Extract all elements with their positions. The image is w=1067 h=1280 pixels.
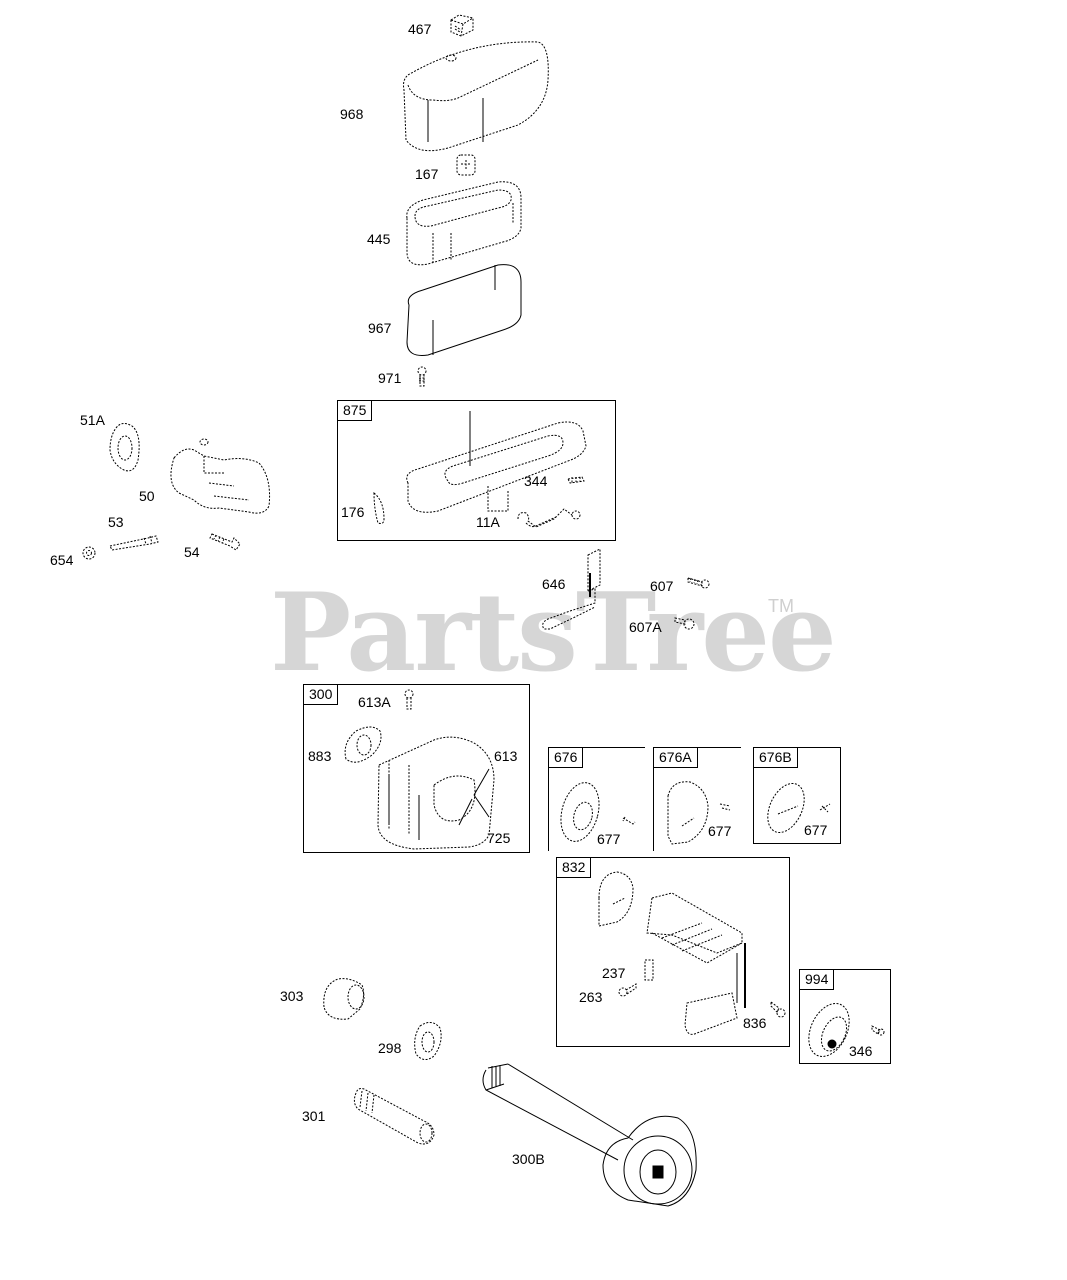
screw-677-drawing-c xyxy=(819,803,831,813)
screw-677-drawing-b xyxy=(719,803,731,811)
screw-263-drawing xyxy=(618,983,637,997)
callout-654: 654 xyxy=(50,552,74,568)
breather-tube-11A-drawing xyxy=(517,508,581,528)
callout-968: 968 xyxy=(340,106,364,122)
trademark-symbol: TM xyxy=(768,596,794,616)
kit-300-box: 300 613A 883 613 725 xyxy=(303,684,530,853)
callout-344: 344 xyxy=(524,473,548,489)
kit-994-tag[interactable]: 994 xyxy=(800,970,835,990)
kit-300-tag[interactable]: 300 xyxy=(304,685,339,705)
bracket-646-drawing xyxy=(542,548,601,630)
screw-54-drawing xyxy=(209,533,241,551)
heat-shield-bracket-drawing xyxy=(646,892,746,1035)
callout-971: 971 xyxy=(378,370,402,386)
callout-298: 298 xyxy=(378,1040,402,1056)
cover-968-drawing xyxy=(403,41,549,152)
screw-677-drawing-a xyxy=(622,816,636,825)
callout-237: 237 xyxy=(602,965,626,981)
callout-50: 50 xyxy=(139,488,155,504)
kit-875-box: 875 176 344 11A xyxy=(337,400,616,541)
callout-301: 301 xyxy=(302,1108,326,1124)
partstree-watermark: PartsTree xyxy=(270,570,837,696)
callout-613: 613 xyxy=(494,748,518,764)
callout-445: 445 xyxy=(367,231,391,247)
callout-677-a: 677 xyxy=(597,831,621,847)
screw-607A-drawing xyxy=(674,617,695,630)
callout-646: 646 xyxy=(542,576,566,592)
guard-676B-drawing xyxy=(767,782,805,834)
filter-445-drawing xyxy=(406,181,522,266)
callout-176: 176 xyxy=(341,504,365,520)
adapter-50-drawing xyxy=(170,438,270,514)
knob-467-drawing xyxy=(450,14,474,37)
callout-51A: 51A xyxy=(80,412,105,428)
nut-654-drawing xyxy=(82,546,96,560)
muffler-300-drawing xyxy=(377,736,495,850)
gasket-883-drawing xyxy=(344,726,382,763)
shield-832-drawing xyxy=(598,871,634,927)
leader-613 xyxy=(458,768,490,826)
screw-607-drawing xyxy=(687,577,710,589)
screw-836-drawing xyxy=(770,1001,786,1018)
spark-arrester-994-drawing xyxy=(808,1003,850,1057)
base-plate-875-drawing xyxy=(406,411,587,513)
callout-263: 263 xyxy=(579,989,603,1005)
muffler-300B-drawing xyxy=(482,1063,697,1207)
callout-303: 303 xyxy=(280,988,304,1004)
precleaner-967-drawing xyxy=(406,264,522,356)
gasket-51A-drawing xyxy=(109,422,140,472)
pipe-nipple-301-drawing xyxy=(353,1088,435,1145)
guard-676A-drawing xyxy=(667,781,709,845)
kit-875-tag[interactable]: 875 xyxy=(338,401,373,421)
kit-676-box: 676 677 xyxy=(548,747,645,851)
callout-607: 607 xyxy=(650,578,674,594)
nut-167-drawing xyxy=(456,154,476,176)
callout-467: 467 xyxy=(408,21,432,37)
kit-676A-box: 676A 677 xyxy=(653,747,741,851)
callout-883: 883 xyxy=(308,748,332,764)
kit-676B-box: 676B 677 xyxy=(753,747,841,844)
callout-346: 346 xyxy=(849,1043,873,1059)
callout-836: 836 xyxy=(743,1015,767,1031)
callout-11A: 11A xyxy=(476,514,500,530)
callout-300B: 300B xyxy=(512,1151,545,1167)
elbow-303-drawing xyxy=(323,978,365,1020)
kit-676B-tag[interactable]: 676B xyxy=(754,748,798,768)
kit-832-tag[interactable]: 832 xyxy=(557,858,592,878)
screw-346-drawing xyxy=(871,1025,885,1036)
callout-725: 725 xyxy=(487,830,511,846)
callout-54: 54 xyxy=(184,544,200,560)
seal-176-drawing xyxy=(373,491,385,524)
callout-167: 167 xyxy=(415,166,439,182)
screw-344-drawing xyxy=(567,476,585,484)
callout-607A: 607A xyxy=(629,619,662,635)
locknut-298-drawing xyxy=(414,1022,442,1060)
guard-676-drawing xyxy=(560,782,600,842)
stud-53-drawing xyxy=(109,535,159,551)
callout-967: 967 xyxy=(368,320,392,336)
kit-832-box: 832 237 263 836 xyxy=(556,857,790,1047)
screw-613A-drawing xyxy=(404,689,414,710)
kit-994-box: 994 346 xyxy=(799,969,891,1064)
callout-613A: 613A xyxy=(358,694,391,710)
kit-676A-tag[interactable]: 676A xyxy=(654,748,698,768)
callout-53: 53 xyxy=(108,514,124,530)
callout-677-c: 677 xyxy=(804,822,828,838)
clip-237-drawing xyxy=(644,959,654,981)
callout-677-b: 677 xyxy=(708,823,732,839)
kit-676-tag[interactable]: 676 xyxy=(549,748,584,768)
screw-971-drawing xyxy=(417,366,427,387)
